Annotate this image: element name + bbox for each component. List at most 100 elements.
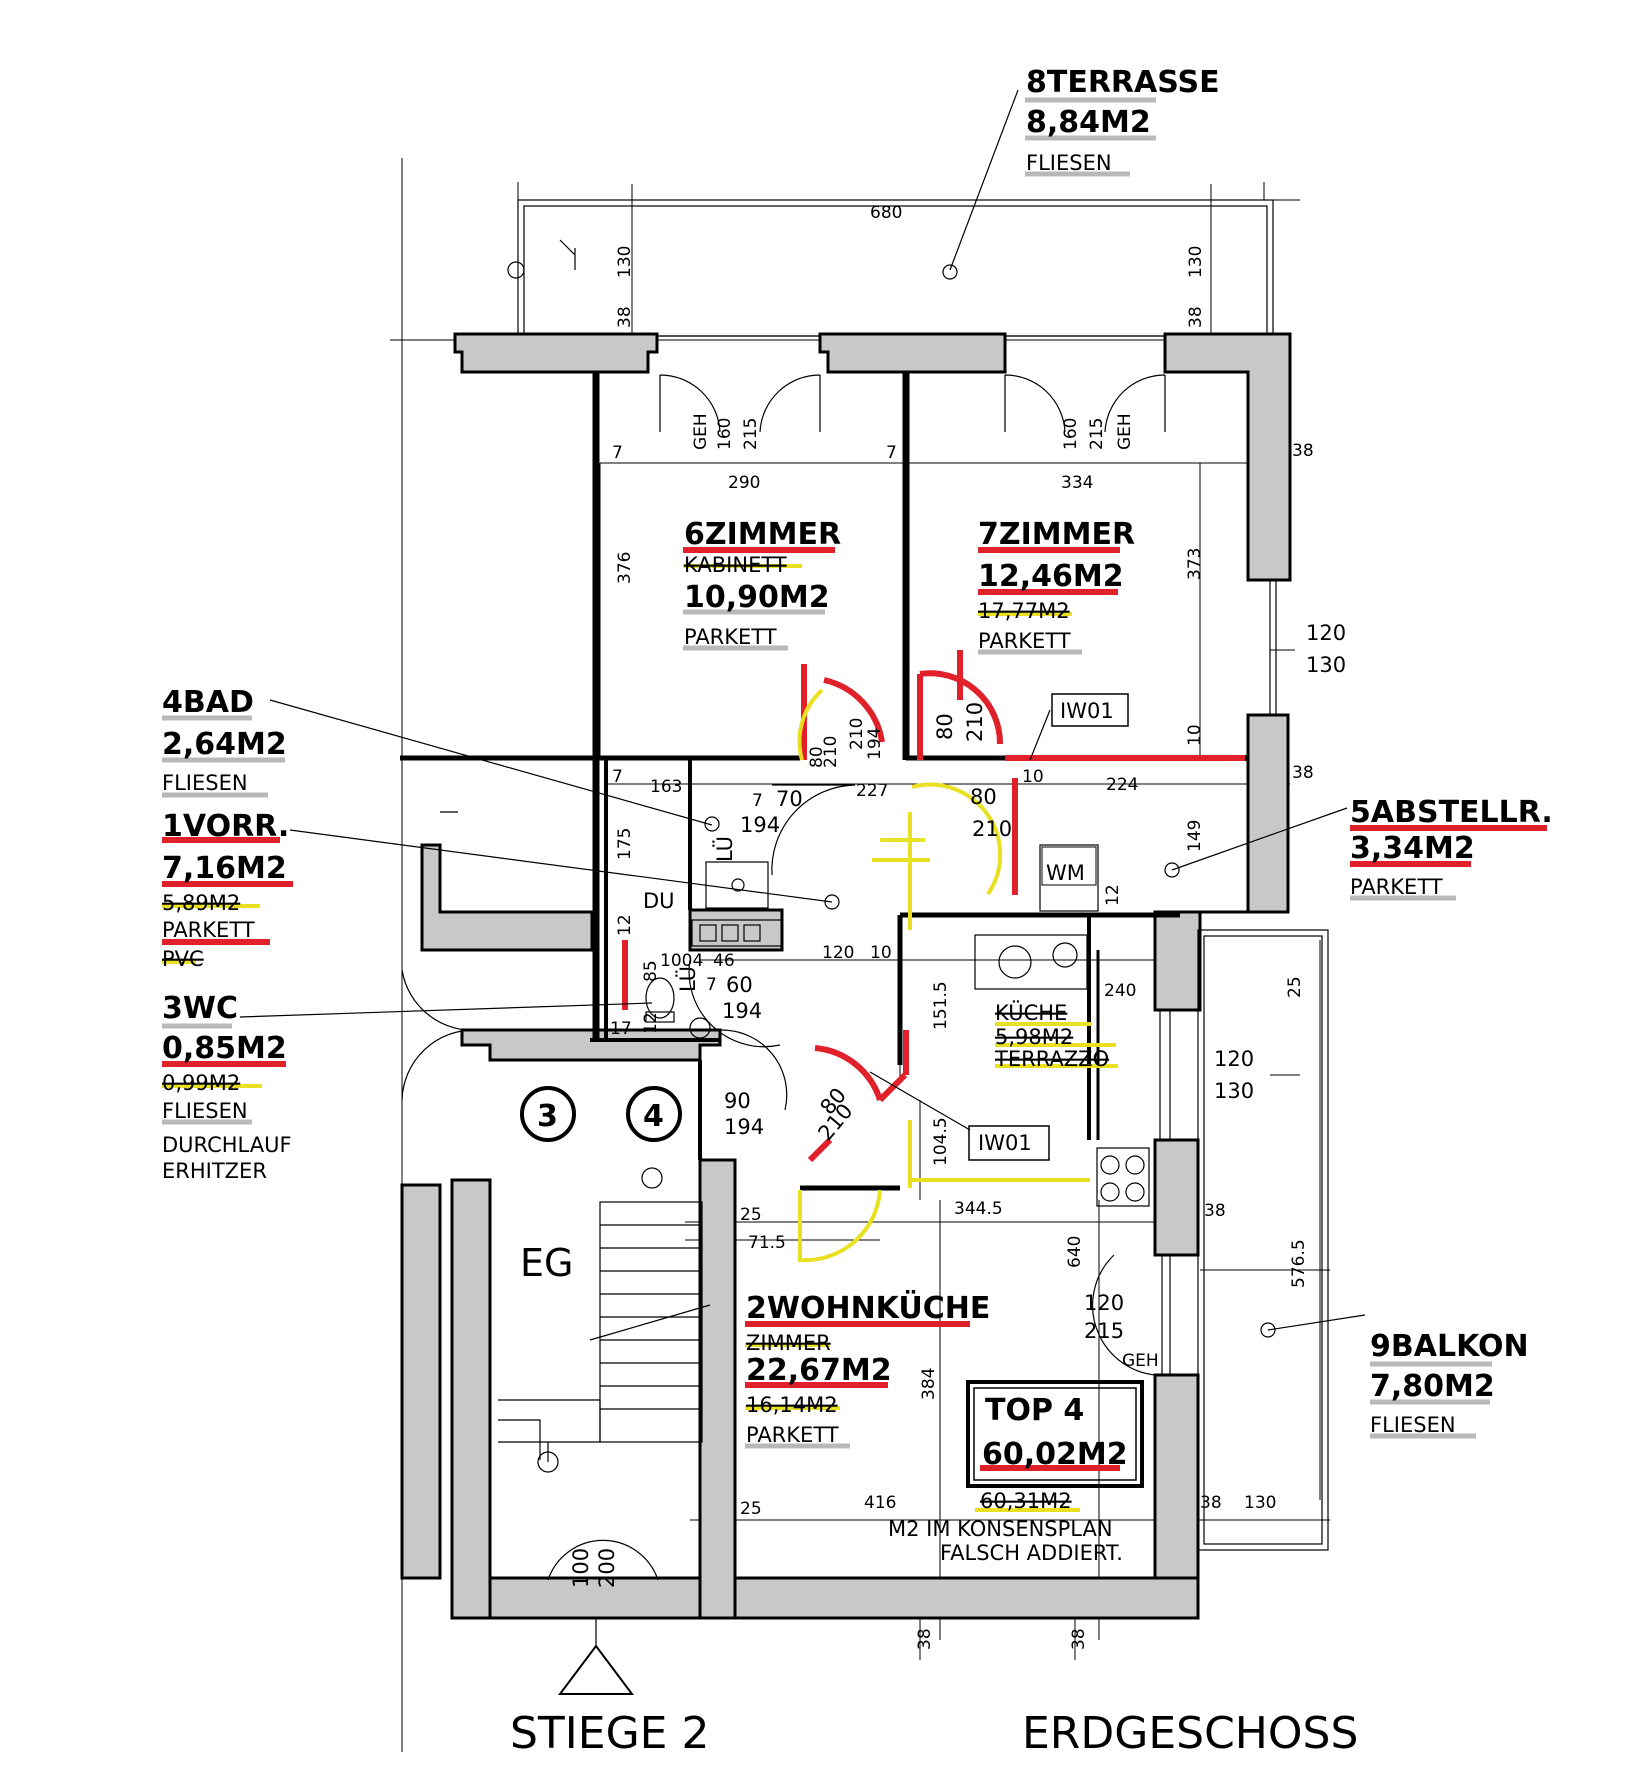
room-balkon: 9BALKON 7,80M2 FLIESEN — [1370, 1329, 1529, 1437]
leader-lines — [239, 89, 1366, 1338]
dim: 38 — [615, 306, 635, 328]
balkon-floor: FLIESEN — [1370, 1413, 1456, 1437]
top-area: 60,02M2 — [982, 1437, 1128, 1472]
dim: 80 — [970, 785, 997, 809]
dim: 210 — [847, 718, 867, 750]
wc-old-area: 0,99M2 — [162, 1071, 240, 1095]
bad-floor: FLIESEN — [162, 771, 248, 795]
room-wc: 3WC 0,85M2 0,99M2 FLIESEN DURCHLAUF ERHI… — [162, 991, 292, 1183]
wc-name: 3WC — [162, 991, 238, 1026]
zimmer6-name: 6ZIMMER — [684, 517, 841, 552]
dim: 12 — [615, 914, 635, 936]
geh-label-1: GEH — [691, 413, 711, 450]
dim: 210 — [821, 736, 841, 768]
wohnkueche-area: 22,67M2 — [746, 1353, 892, 1388]
vorr-old-area: 5,89M2 — [162, 891, 240, 915]
dim: 576.5 — [1289, 1239, 1309, 1288]
dim: 640 — [1065, 1236, 1085, 1268]
dimension-text: 680 130 38 130 38 160 215 160 215 290 33… — [569, 203, 1346, 1650]
top-old-area: 60,31M2 — [980, 1489, 1072, 1513]
dim: 104.5 — [931, 1117, 951, 1166]
dim: 416 — [864, 1493, 896, 1513]
wohnkueche-old-area: 16,14M2 — [746, 1393, 838, 1417]
dim: 160 — [1061, 418, 1081, 450]
dim: 151.5 — [931, 981, 951, 1030]
dim: 227 — [856, 781, 888, 801]
kueche-name: KÜCHE — [995, 1000, 1067, 1025]
dim: 7 — [612, 443, 623, 463]
dim: 10 — [870, 943, 892, 963]
terrasse-name: 8TERRASSE — [1026, 65, 1220, 100]
terrasse-floor: FLIESEN — [1026, 151, 1112, 175]
entrance-arrow — [558, 1644, 634, 1695]
room-vorr: 1VORR. 7,16M2 5,89M2 PARKETT PVC — [162, 809, 289, 971]
dim: 680 — [870, 203, 902, 223]
dim: 7 — [706, 975, 717, 995]
dim: 120 — [822, 943, 854, 963]
dim: 38 — [1200, 1493, 1222, 1513]
dim: 120 — [1214, 1047, 1254, 1071]
dim: 149 — [1185, 820, 1205, 852]
geh-label-3: GEH — [1122, 1351, 1159, 1371]
room-zimmer7: 7ZIMMER 12,46M2 17,77M2 PARKETT — [978, 517, 1135, 653]
dim: 12 — [1103, 884, 1123, 906]
dim: 12 — [641, 1012, 661, 1034]
top-note2: FALSCH ADDIERT. — [940, 1541, 1123, 1565]
balkon-name: 9BALKON — [1370, 1329, 1529, 1364]
terrasse-area: 8,84M2 — [1026, 105, 1151, 140]
dim: 90 — [724, 1089, 751, 1113]
dim: 160 — [715, 418, 735, 450]
wc-note2: ERHITZER — [162, 1159, 267, 1183]
dim: 163 — [650, 777, 682, 797]
wohnkueche-old-name: ZIMMER — [746, 1331, 831, 1355]
dim: 25 — [740, 1499, 762, 1519]
dim: 38 — [1292, 441, 1314, 461]
room-zimmer6: 6ZIMMER KABINETT 10,90M2 PARKETT — [684, 517, 841, 649]
top-summary: TOP 4 60,02M2 60,31M2 M2 IM KONSENSPLAN … — [888, 1393, 1128, 1565]
dim: 80 — [933, 713, 957, 740]
dim: 376 — [615, 552, 635, 584]
door-swings — [401, 374, 1171, 1581]
iw01-box-1 — [1051, 693, 1129, 727]
dim: 70 — [776, 787, 803, 811]
footer-geschoss: ERDGESCHOSS — [1022, 1708, 1358, 1759]
stair-4-label: 4 — [643, 1099, 664, 1134]
dim: 215 — [1087, 418, 1107, 450]
dim: 10 — [1022, 767, 1044, 787]
top-label: TOP 4 — [985, 1393, 1084, 1428]
dim: 240 — [1104, 981, 1136, 1001]
abstellr-name: 5ABSTELLR. — [1350, 795, 1553, 830]
dim: 46 — [713, 951, 735, 971]
stair-3-circle — [520, 1086, 576, 1142]
vorr-old-floor: PVC — [162, 947, 204, 971]
wohnkueche-name: 2WOHNKÜCHE — [746, 1289, 990, 1326]
zimmer6-area: 10,90M2 — [684, 580, 830, 615]
dim: 130 — [1306, 653, 1346, 677]
dim: 10 — [1185, 724, 1205, 746]
stairs — [498, 1201, 711, 1473]
dim: 38 — [915, 1628, 935, 1650]
dim: 215 — [1084, 1319, 1124, 1343]
balkon-area: 7,80M2 — [1370, 1369, 1495, 1404]
kueche-area: 5,98M2 — [995, 1025, 1073, 1049]
iw01-label-2: IW01 — [978, 1131, 1032, 1155]
dim: 38 — [1186, 306, 1206, 328]
room-kueche: KÜCHE 5,98M2 TERRAZZO — [994, 1000, 1109, 1071]
fixtures — [641, 844, 1150, 1207]
room-wohnkueche: 2WOHNKÜCHE ZIMMER 22,67M2 16,14M2 PARKET… — [746, 1289, 990, 1447]
stair-4-circle — [626, 1086, 682, 1142]
label-underlines — [162, 97, 1547, 1512]
iw01-box-2 — [968, 1125, 1050, 1161]
room-bad: 4BAD 2,64M2 FLIESEN — [162, 685, 287, 795]
kueche-floor: TERRAZZO — [994, 1047, 1109, 1071]
dim: 38 — [1069, 1628, 1089, 1650]
bad-area: 2,64M2 — [162, 727, 287, 762]
dim: 1004 — [660, 951, 703, 971]
lue-label-1: LÜ — [712, 836, 737, 862]
dim: 130 — [615, 246, 635, 278]
zimmer6-old-name: KABINETT — [684, 553, 787, 577]
du-label: DU — [643, 889, 675, 913]
dim: 210 — [963, 702, 987, 742]
dim: 194 — [865, 728, 885, 760]
